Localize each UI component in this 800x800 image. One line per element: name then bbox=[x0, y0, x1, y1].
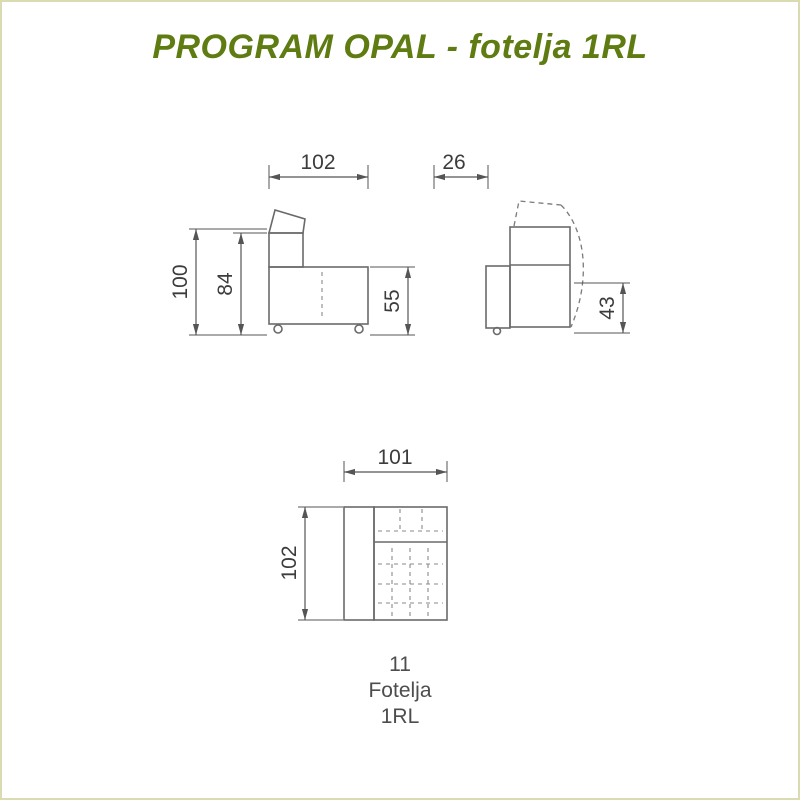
front-foot-right bbox=[354, 324, 364, 334]
dim-value-front-seat-height: 55 bbox=[381, 289, 404, 312]
top-seat bbox=[373, 506, 448, 621]
page-title: PROGRAM OPAL - fotelja 1RL bbox=[152, 28, 648, 66]
top-armrest bbox=[343, 506, 375, 621]
dim-value-front-width: 102 bbox=[300, 151, 335, 174]
dim-side-front-depth: 26 bbox=[433, 151, 489, 189]
side-view-drawing bbox=[485, 200, 584, 336]
top-stitch-pattern bbox=[378, 509, 443, 616]
front-backrest bbox=[268, 232, 304, 268]
dim-value-top-depth: 102 bbox=[278, 545, 301, 580]
side-headrest-dashed bbox=[513, 200, 562, 227]
dim-value-front-total-height: 100 bbox=[169, 264, 192, 299]
dim-top-depth: 102 bbox=[278, 506, 343, 621]
side-armrest bbox=[485, 265, 511, 329]
product-label: 11 Fotelja 1RL bbox=[2, 652, 798, 730]
dim-front-back-height: 84 bbox=[214, 232, 267, 335]
dim-value-front-back-height: 84 bbox=[214, 272, 237, 296]
front-view-drawing bbox=[267, 208, 369, 334]
product-code: 11 bbox=[389, 653, 411, 676]
side-back-curve-dashed bbox=[560, 204, 584, 328]
product-variant: 1RL bbox=[380, 705, 420, 729]
dim-value-top-width: 101 bbox=[377, 446, 412, 469]
side-body bbox=[509, 226, 571, 328]
product-name: Fotelja bbox=[368, 679, 432, 703]
top-view-drawing bbox=[343, 506, 448, 621]
dim-top-width: 101 bbox=[343, 446, 448, 482]
side-foot bbox=[492, 326, 502, 336]
dim-value-side-front-depth: 26 bbox=[442, 151, 465, 174]
dim-side-leg-height: 43 bbox=[574, 282, 630, 334]
dim-value-side-leg-height: 43 bbox=[596, 296, 619, 319]
dim-front-width: 102 bbox=[268, 151, 369, 189]
front-seat bbox=[268, 266, 369, 325]
dim-front-total-height: 100 bbox=[169, 228, 267, 336]
front-headrest bbox=[267, 208, 306, 234]
dim-front-seat-height: 55 bbox=[370, 266, 415, 336]
front-foot-left bbox=[273, 324, 283, 334]
